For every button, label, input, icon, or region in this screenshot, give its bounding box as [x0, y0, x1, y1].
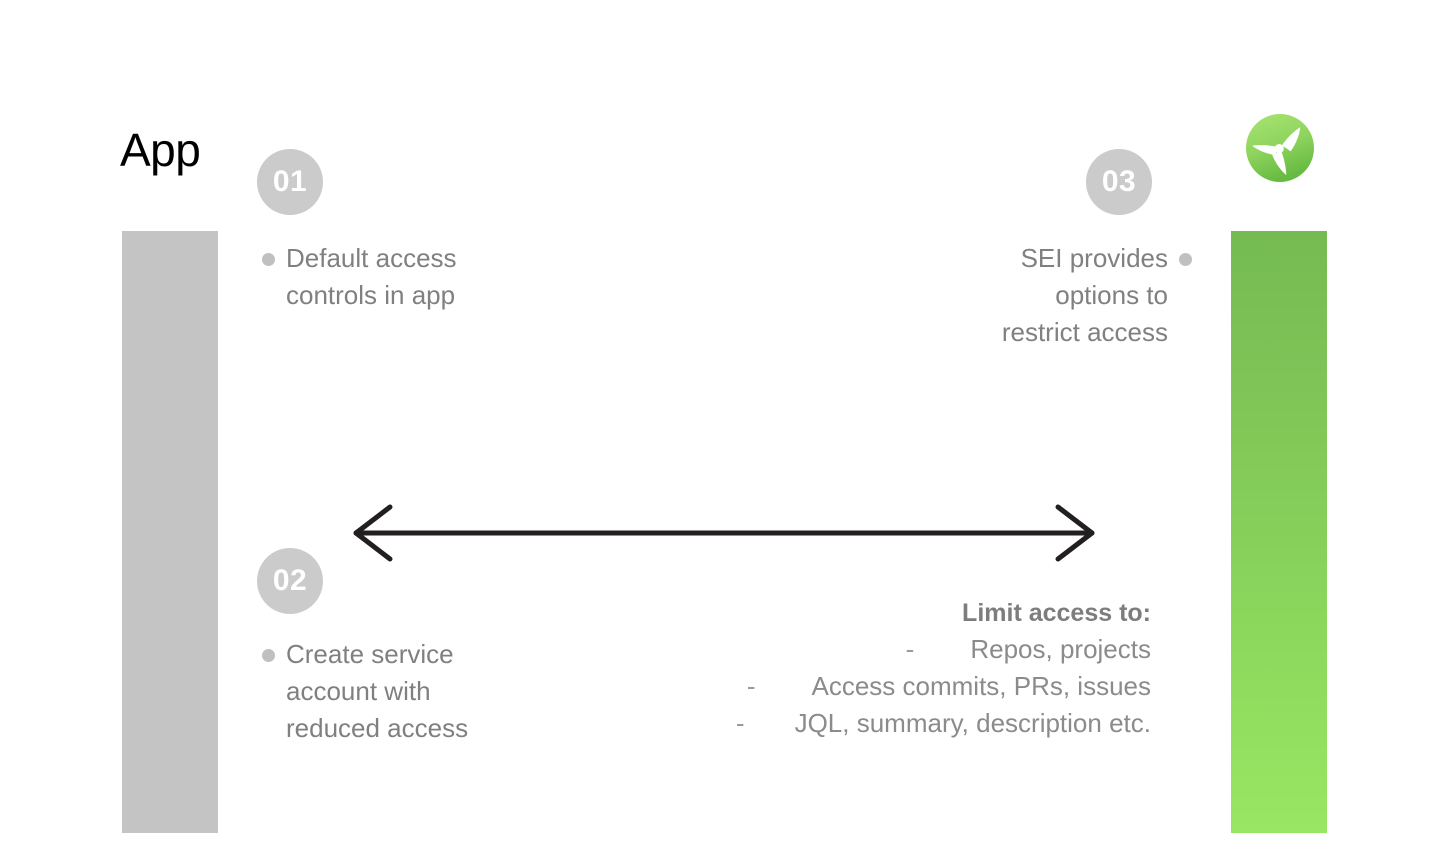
bullet-dot-icon: [1179, 253, 1192, 266]
list-dash: -: [905, 634, 915, 664]
step-badge-02: 02: [257, 548, 323, 614]
step-item-02: Create service account with reduced acce…: [262, 636, 468, 747]
step-badge-01: 01: [257, 149, 323, 215]
step-text-03: SEI provides options to restrict access: [1001, 243, 1168, 347]
double-headed-arrow: [346, 498, 1102, 568]
gray-accent-bar: [122, 231, 218, 833]
list-dash: -: [746, 671, 756, 701]
limit-access-item-text: Access commits, PRs, issues: [811, 671, 1151, 701]
limit-access-item: - JQL, summary, description etc.: [651, 705, 1151, 742]
bullet-dot-icon: [262, 253, 275, 266]
step-badge-03: 03: [1086, 149, 1152, 215]
page-title: App: [120, 124, 201, 176]
step-text-02: Create service account with reduced acce…: [286, 639, 469, 743]
limit-access-item: - Access commits, PRs, issues: [651, 668, 1151, 705]
step-text-01: Default access controls in app: [286, 243, 457, 310]
propeller-logo: [1245, 113, 1315, 183]
step-item-03: SEI provides options to restrict access: [963, 240, 1192, 351]
limit-access-heading: Limit access to:: [962, 599, 1151, 627]
limit-access-block: Limit access to: - Repos, projects - Acc…: [651, 595, 1151, 742]
limit-access-item-text: Repos, projects: [970, 634, 1151, 664]
bullet-dot-icon: [262, 649, 275, 662]
list-dash: -: [735, 708, 745, 738]
limit-access-item: - Repos, projects: [651, 631, 1151, 668]
green-accent-bar: [1231, 231, 1327, 833]
step-item-01: Default access controls in app: [262, 240, 457, 314]
limit-access-item-text: JQL, summary, description etc.: [794, 708, 1151, 738]
